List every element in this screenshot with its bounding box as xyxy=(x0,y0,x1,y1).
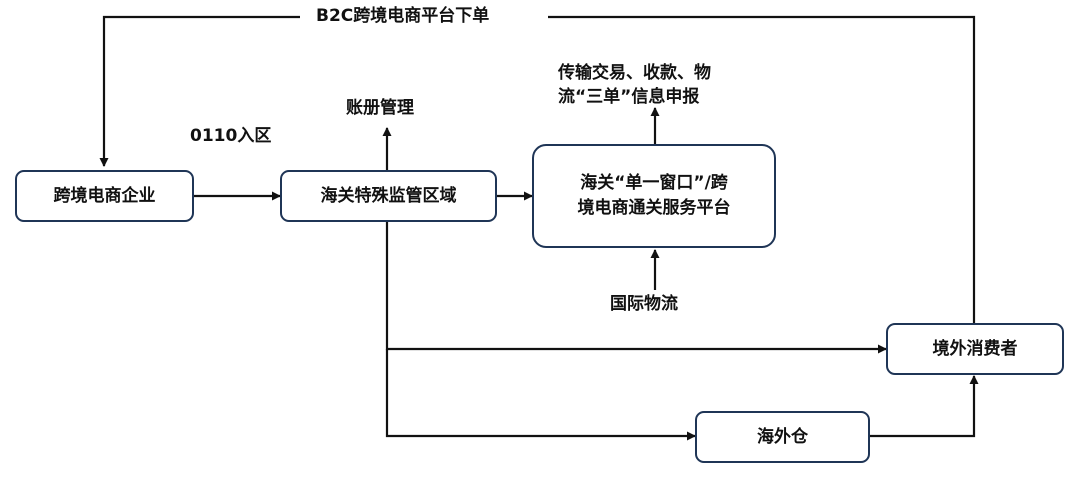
special-supervision-zone-node: 海关特殊监管区域 xyxy=(280,170,497,222)
platform-label-line1: 海关“单一窗口”/跨 xyxy=(580,173,728,194)
zone-node-label: 海关特殊监管区域 xyxy=(320,185,457,206)
enterprise-node-label: 跨境电商企业 xyxy=(53,185,156,206)
logistics-label: 国际物流 xyxy=(610,294,678,314)
platform-label-line2: 境电商通关服务平台 xyxy=(577,198,731,218)
warehouse-to-consumer-arrow xyxy=(870,375,979,438)
consumer-node-label: 境外消费者 xyxy=(932,338,1018,359)
ledger-label: 账册管理 xyxy=(346,98,414,118)
report-label-line2: 流“三单”信息申报 xyxy=(558,87,700,107)
report-label-line1: 传输交易、收款、物 xyxy=(558,63,711,83)
entry-0110-label: 0110入区 xyxy=(190,126,272,146)
enterprise-node: 跨境电商企业 xyxy=(15,170,194,222)
b2c-order-arrow-left xyxy=(99,15,300,167)
warehouse-node-label: 海外仓 xyxy=(757,426,808,447)
single-window-platform-node: 海关“单一窗口”/跨 境电商通关服务平台 xyxy=(532,144,776,248)
b2c-order-arrow xyxy=(548,15,976,323)
overseas-warehouse-node: 海外仓 xyxy=(695,411,870,463)
zone-to-warehouse-arrow xyxy=(385,349,696,441)
overseas-consumer-node: 境外消费者 xyxy=(886,323,1064,375)
b2c-order-label: B2C跨境电商平台下单 xyxy=(316,6,490,26)
